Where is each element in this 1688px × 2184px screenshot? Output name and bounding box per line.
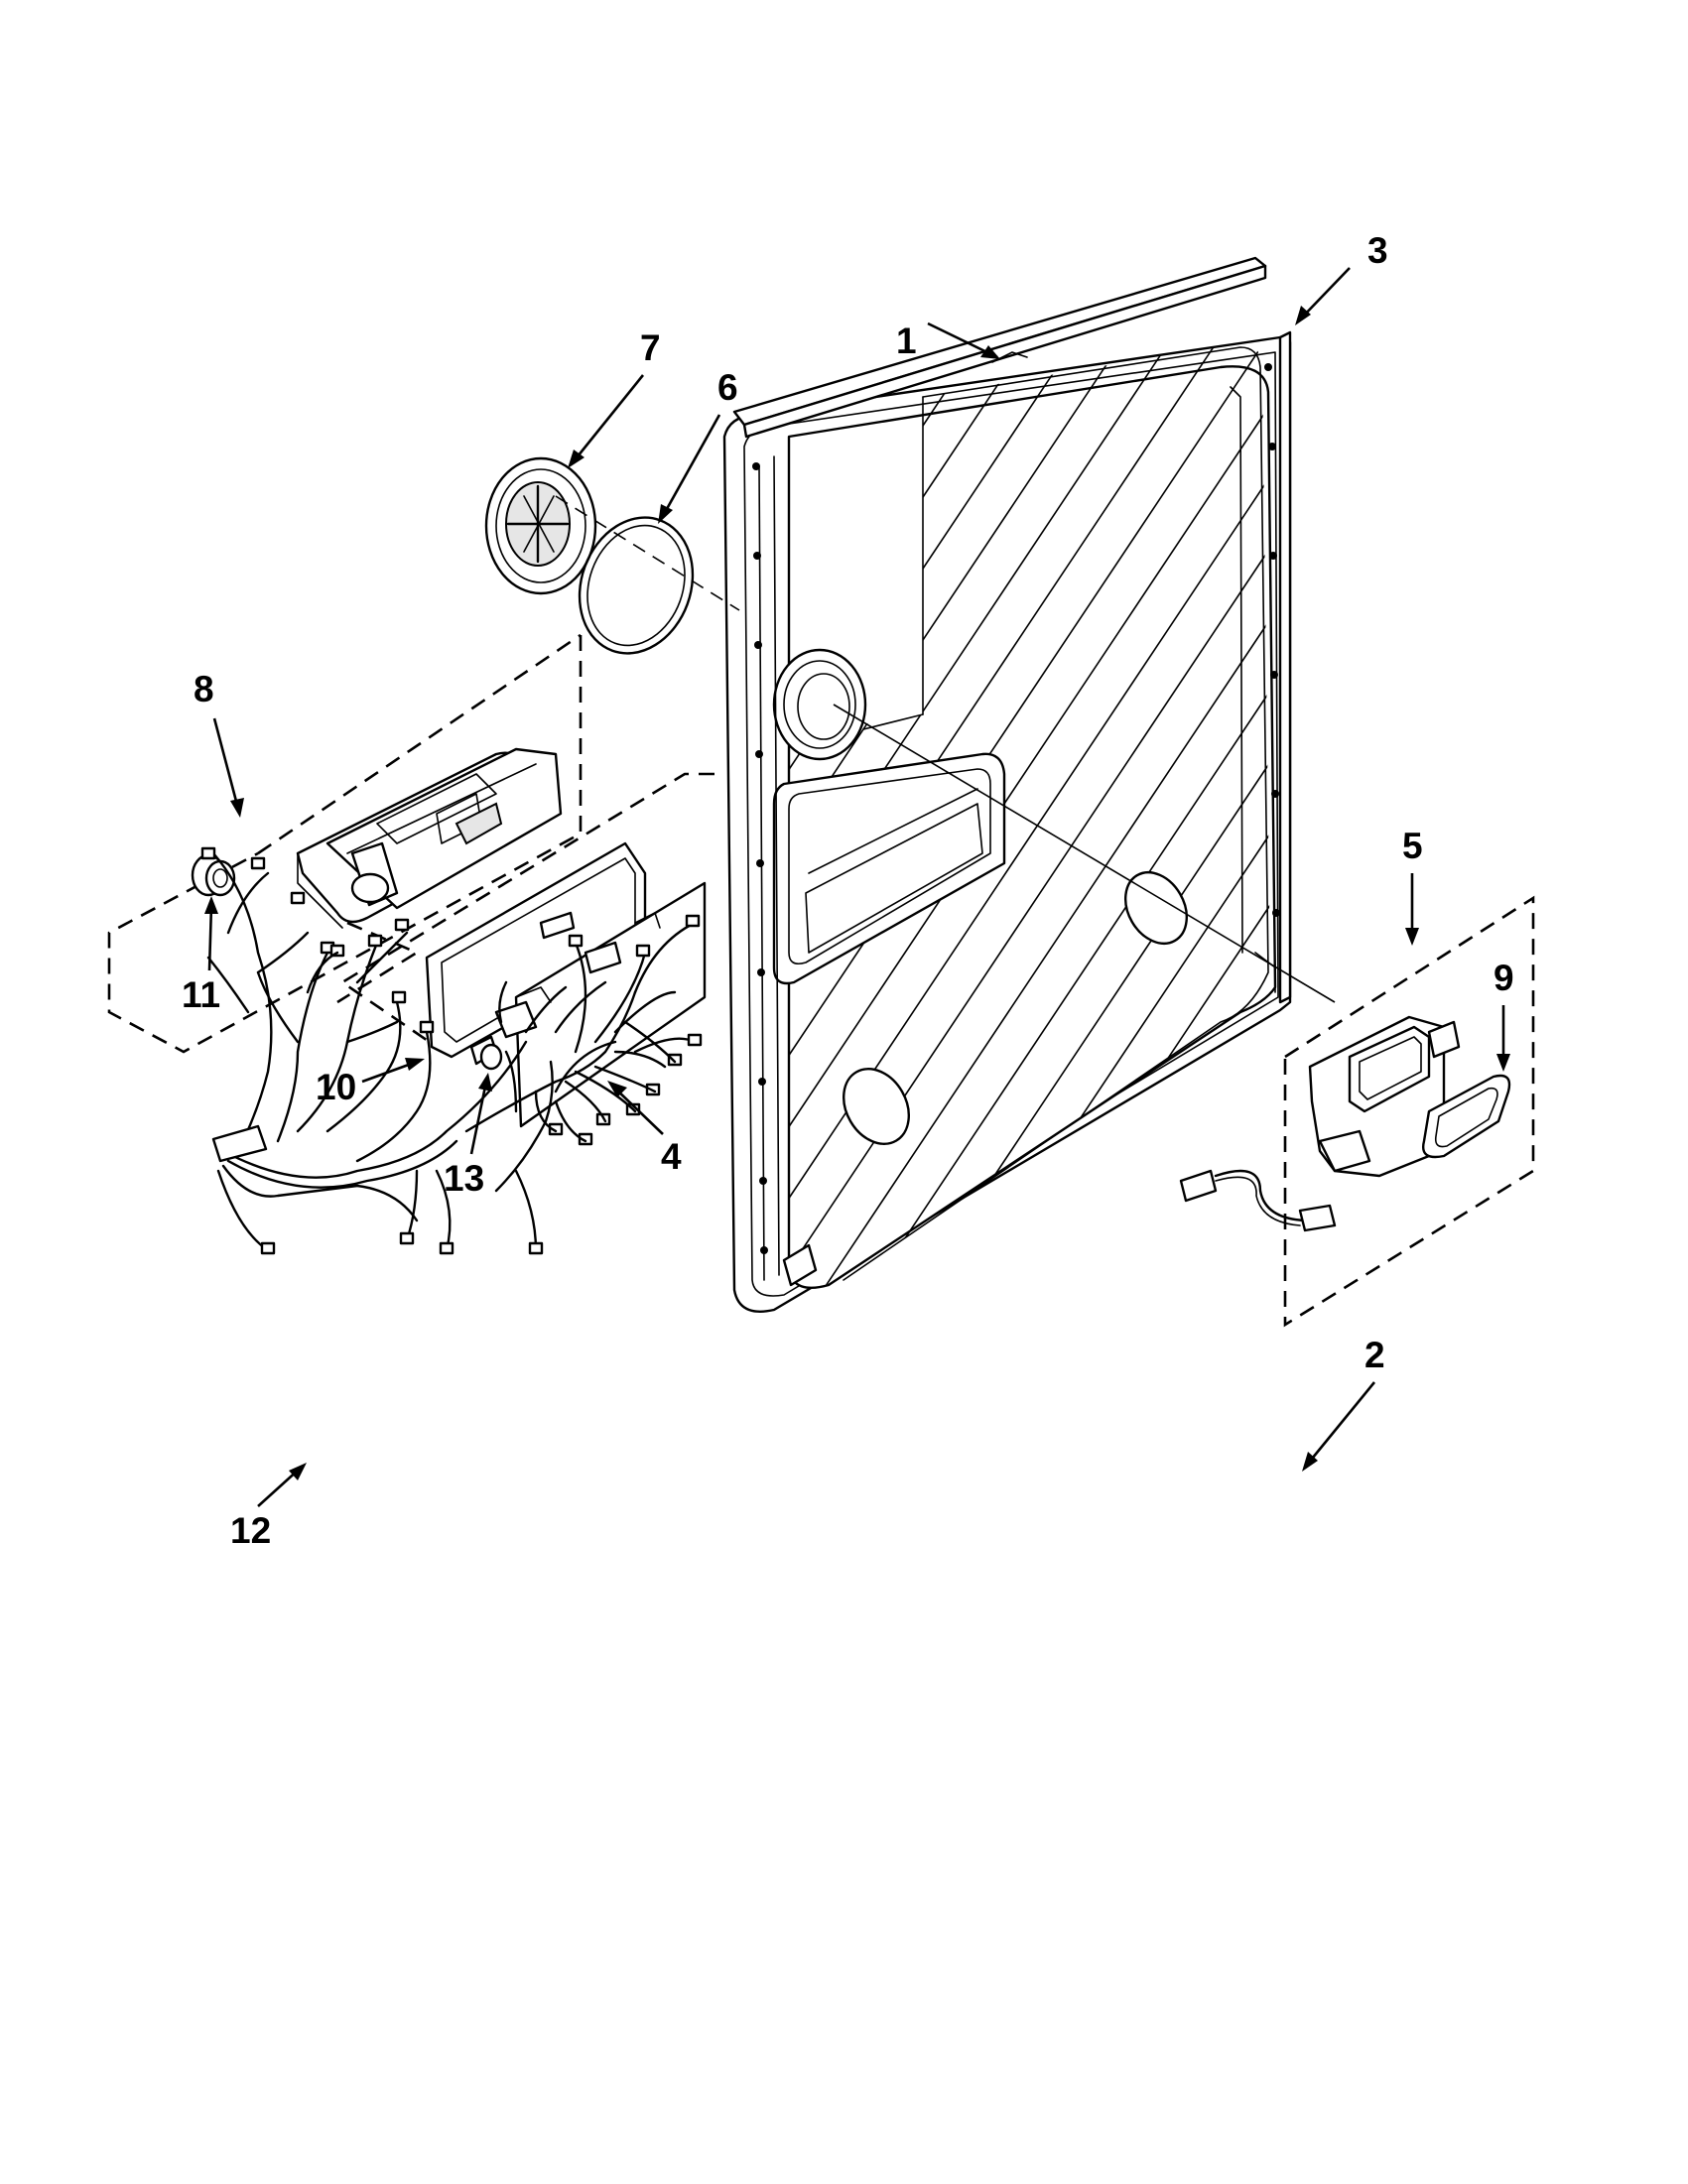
callout-6: 6 bbox=[658, 367, 738, 524]
wire-connector bbox=[391, 990, 407, 1004]
svg-text:12: 12 bbox=[230, 1510, 271, 1551]
svg-text:6: 6 bbox=[717, 367, 738, 408]
control-module-group bbox=[107, 633, 583, 1054]
wire-connector bbox=[329, 944, 345, 958]
hatch-line bbox=[1409, 298, 1688, 1340]
svg-text:10: 10 bbox=[316, 1067, 356, 1107]
wire-connector bbox=[685, 914, 701, 928]
svg-text:9: 9 bbox=[1493, 958, 1514, 998]
callout-11: 11 bbox=[182, 896, 220, 1015]
screw bbox=[469, 1035, 503, 1071]
svg-text:1: 1 bbox=[896, 321, 917, 361]
hatch-line bbox=[1457, 298, 1688, 1340]
svg-text:3: 3 bbox=[1367, 230, 1388, 271]
wire-connector bbox=[394, 918, 410, 932]
cover-plate-group bbox=[339, 772, 714, 1128]
wire-connector bbox=[578, 1132, 593, 1146]
screw-dot bbox=[1264, 363, 1272, 371]
screw-dot bbox=[755, 750, 763, 758]
hatch-line bbox=[789, 342, 1270, 1285]
svg-text:5: 5 bbox=[1402, 826, 1423, 866]
small-wire-harness bbox=[1179, 1169, 1337, 1232]
callout-1: 1 bbox=[896, 321, 1000, 361]
callout-9: 9 bbox=[1493, 958, 1514, 1072]
hatch-line bbox=[1314, 298, 1688, 1340]
hatch-line bbox=[789, 342, 1270, 1285]
screw-dot bbox=[1271, 790, 1279, 798]
hatch-line bbox=[884, 342, 1270, 1285]
wire-connector bbox=[667, 1053, 683, 1067]
hatch-line bbox=[1504, 298, 1688, 1340]
top-trim-channel bbox=[732, 256, 1267, 439]
svg-text:8: 8 bbox=[194, 669, 214, 709]
callout-13: 13 bbox=[444, 1073, 492, 1199]
screw-dot bbox=[1270, 671, 1278, 679]
wire-connector bbox=[439, 1241, 454, 1255]
hatch-line bbox=[1265, 342, 1270, 1285]
wire-connector bbox=[528, 1241, 544, 1255]
harness-lower-strands bbox=[206, 871, 677, 1222]
screw-dot bbox=[757, 968, 765, 976]
hatch-line bbox=[1362, 298, 1688, 1340]
svg-text:13: 13 bbox=[444, 1158, 484, 1199]
hatch-line bbox=[1600, 298, 1688, 1340]
grommet bbox=[191, 853, 236, 897]
wire-connector bbox=[419, 1020, 435, 1034]
wire-connector bbox=[687, 1033, 703, 1047]
dispenser-group bbox=[1283, 895, 1535, 1328]
screw-dot bbox=[1269, 552, 1277, 560]
wire-connector bbox=[635, 944, 651, 958]
wire-connector bbox=[399, 1231, 415, 1245]
vent-cap bbox=[484, 456, 597, 595]
hatch-line bbox=[789, 342, 1270, 1285]
side-trim-strip bbox=[1278, 330, 1292, 1004]
wire-connector bbox=[290, 891, 306, 905]
svg-text:11: 11 bbox=[182, 974, 220, 1015]
callout-10: 10 bbox=[316, 1058, 425, 1107]
hatch-line bbox=[837, 342, 1270, 1285]
svg-text:4: 4 bbox=[661, 1136, 682, 1177]
wire-connector bbox=[568, 934, 584, 948]
hatch-line bbox=[789, 342, 1057, 1285]
screw-dot bbox=[752, 462, 760, 470]
callout-3: 3 bbox=[1295, 230, 1388, 325]
hatch-line bbox=[1552, 298, 1688, 1340]
svg-text:2: 2 bbox=[1364, 1335, 1385, 1375]
screw-dot bbox=[1268, 443, 1276, 450]
callout-8: 8 bbox=[194, 669, 244, 818]
callout-7: 7 bbox=[568, 327, 661, 468]
callout-4: 4 bbox=[607, 1081, 682, 1177]
callout-12: 12 bbox=[230, 1463, 307, 1551]
svg-text:7: 7 bbox=[640, 327, 661, 368]
callout-5: 5 bbox=[1402, 826, 1423, 946]
wire-connector bbox=[260, 1241, 276, 1255]
callout-2: 2 bbox=[1302, 1335, 1385, 1472]
wire-connector bbox=[250, 856, 266, 870]
hatch-line bbox=[1647, 298, 1688, 1340]
wire-connector bbox=[367, 934, 383, 948]
wire-connector bbox=[548, 1122, 564, 1136]
inner-door-panel bbox=[722, 298, 1688, 1340]
hatch-line bbox=[789, 342, 1104, 1285]
screw-dot bbox=[756, 859, 764, 867]
screw-dot bbox=[1272, 909, 1280, 917]
wire-connector bbox=[200, 846, 216, 860]
seal bbox=[1422, 1074, 1511, 1159]
